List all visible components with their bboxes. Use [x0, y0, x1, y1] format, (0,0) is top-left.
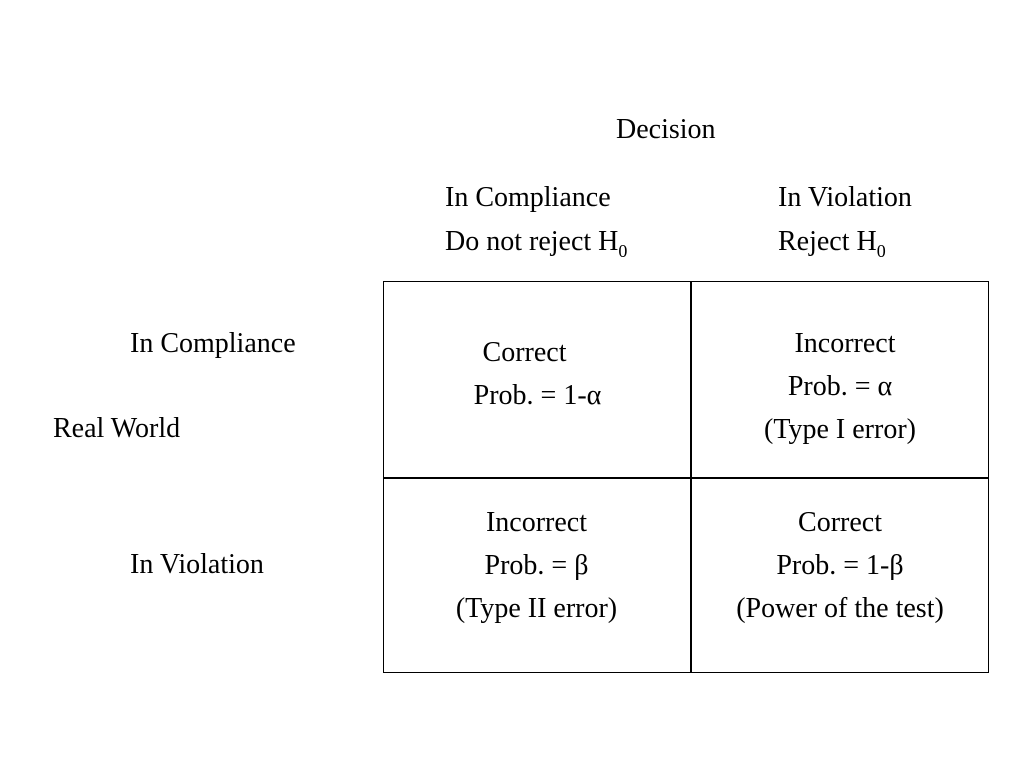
cell-probability: Prob. = α — [787, 371, 893, 402]
column-header-violation-hypothesis: Reject H0 — [778, 226, 886, 261]
column-header-violation-title: In Violation — [778, 182, 912, 213]
row-label-compliance: In Compliance — [130, 328, 296, 359]
cell-error-type: (Type II error) — [455, 593, 618, 624]
column-header-violation: In Violation Reject H0 — [778, 182, 912, 261]
cell-probability: Prob. = 1-α — [473, 380, 602, 411]
cell-probability: Prob. = β — [484, 550, 589, 581]
column-header-compliance: In Compliance Do not reject H0 — [445, 182, 628, 261]
real-world-label: Real World — [53, 413, 181, 444]
cell-power: (Power of the test) — [736, 593, 944, 624]
cell-compliance-violation: Incorrect Prob. = α (Type I error) — [690, 322, 990, 451]
column-header-compliance-hypothesis: Do not reject H0 — [445, 226, 628, 261]
cell-outcome: Incorrect — [794, 328, 896, 359]
cell-violation-violation: Correct Prob. = 1-β (Power of the test) — [690, 501, 990, 630]
cell-probability: Prob. = 1-β — [776, 550, 904, 581]
cell-error-type: (Type I error) — [764, 414, 916, 445]
cell-violation-compliance: Incorrect Prob. = β (Type II error) — [383, 501, 690, 630]
cell-outcome: Correct — [798, 507, 882, 538]
column-header-compliance-title: In Compliance — [445, 182, 611, 213]
matrix-row-divider — [383, 477, 989, 479]
cell-outcome: Correct — [482, 337, 567, 368]
decision-label: Decision — [616, 114, 716, 145]
cell-outcome: Incorrect — [485, 507, 588, 538]
row-label-violation: In Violation — [130, 549, 264, 580]
cell-compliance-compliance: Correct Prob. = 1-α — [383, 331, 690, 417]
